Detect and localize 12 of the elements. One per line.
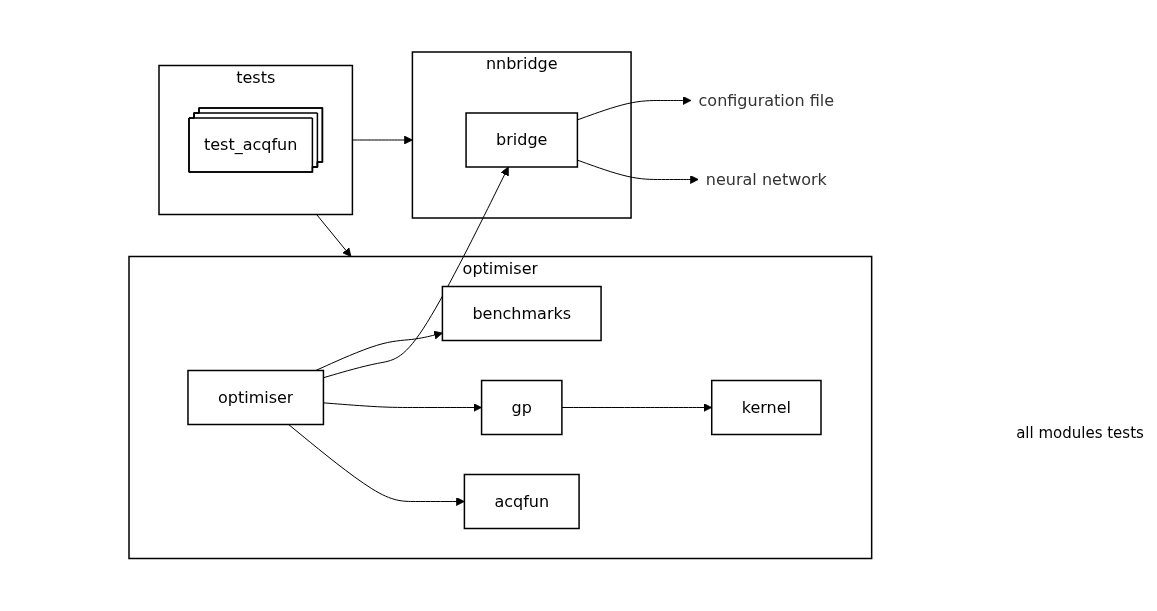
node-box: benchmarks <box>441 286 602 342</box>
node-box: gp <box>480 380 563 436</box>
node-box: bridge <box>465 112 578 168</box>
brace-note: all modules tests <box>1015 424 1145 442</box>
arrow <box>561 403 712 413</box>
node-box: acqfun <box>463 474 580 530</box>
arrow <box>287 424 465 507</box>
arrow <box>315 214 351 258</box>
node-box: optimiser <box>186 370 324 426</box>
node-box: kernel <box>710 380 822 436</box>
node-text: configuration file <box>698 90 834 110</box>
node-text: neural network <box>705 169 827 189</box>
